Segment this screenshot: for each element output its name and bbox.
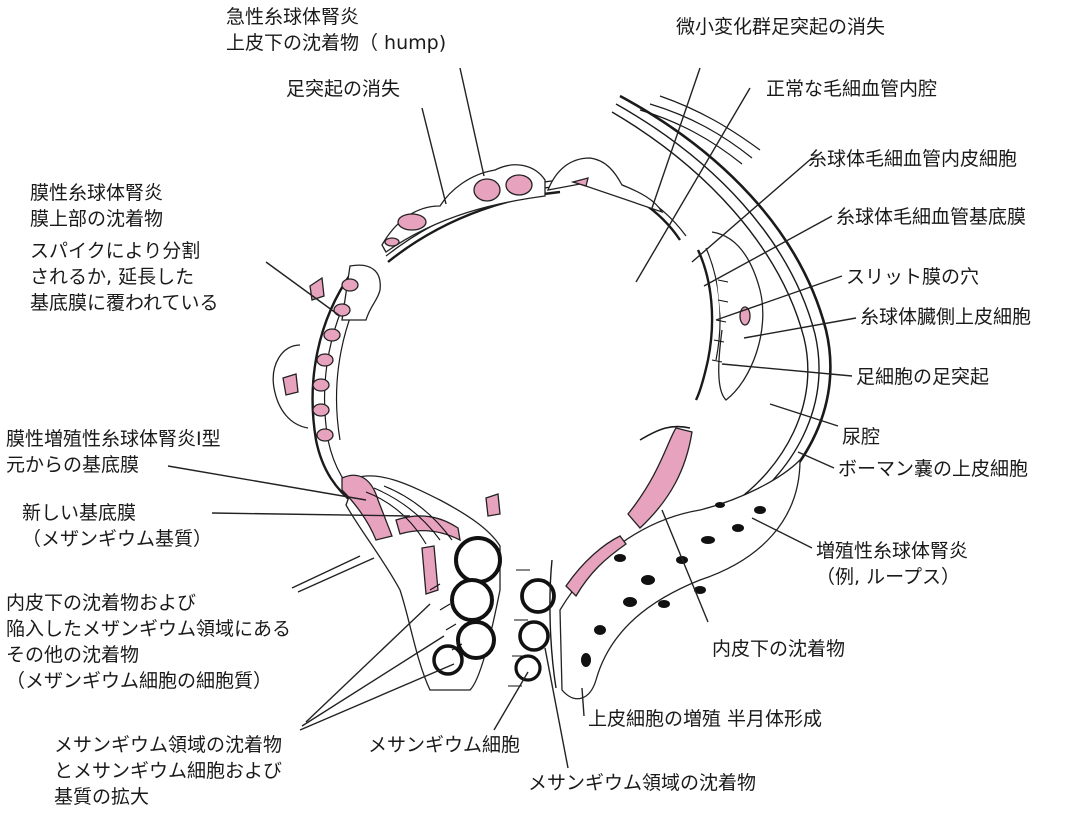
label-line: 急性糸球体腎炎 bbox=[226, 6, 360, 28]
label-line: されるか, 延長した bbox=[30, 266, 195, 288]
label-mesangial-deposit: メサンギウム領域の沈着物 bbox=[528, 770, 756, 796]
label-line: 微小変化群足突起の消失 bbox=[676, 16, 886, 38]
membranous-deposits bbox=[272, 264, 381, 442]
label-line: 膜性増殖性糸球体腎炎I型 bbox=[6, 428, 221, 450]
label-line: 糸球体毛細血管内皮細胞 bbox=[808, 148, 1018, 170]
proliferative-region bbox=[559, 425, 801, 700]
label-mpgn-type1: 膜性増殖性糸球体腎炎I型 元からの基底膜 bbox=[6, 426, 221, 478]
label-line: ボーマン嚢の上皮細胞 bbox=[838, 458, 1029, 480]
label-line: 基底膜に覆われている bbox=[30, 292, 219, 314]
label-subendothelial-deposit: 内皮下の沈着物 bbox=[712, 636, 845, 662]
label-endothelial-cell: 糸球体毛細血管内皮細胞 bbox=[808, 146, 1017, 172]
label-mesangial-expansion: メサンギウム領域の沈着物 とメサンギウム細胞および 基質の拡大 bbox=[54, 732, 282, 810]
label-urinary-space: 尿腔 bbox=[842, 424, 880, 450]
label-line: （メザンギウム細胞の細胞質） bbox=[6, 670, 273, 692]
label-line: 内皮下の沈着物および bbox=[6, 592, 197, 614]
label-line: 陥入したメザンギウム領域にある bbox=[6, 618, 292, 640]
label-bowman-epithelium: ボーマン嚢の上皮細胞 bbox=[838, 456, 1028, 482]
label-new-basement-membrane: 新しい基底膜 （メザンギウム基質） bbox=[22, 500, 212, 552]
label-mesangial-cell: メサンギウム細胞 bbox=[368, 732, 520, 758]
label-acute-gn-hump: 急性糸球体腎炎 上皮下の沈着物（ hump) bbox=[226, 4, 446, 56]
label-line: 元からの基底膜 bbox=[6, 454, 140, 476]
label-line: 膜性糸球体腎炎 bbox=[30, 182, 164, 204]
label-line: 糸球体毛細血管基底膜 bbox=[836, 206, 1027, 228]
label-line: 糸球体臓側上皮細胞 bbox=[860, 306, 1032, 328]
label-membranous-gn: 膜性糸球体腎炎 膜上部の沈着物 スパイクにより分割 されるか, 延長した 基底膜… bbox=[30, 180, 218, 316]
label-slit-pore: スリット膜の穴 bbox=[846, 264, 979, 290]
label-line: 新しい基底膜 bbox=[22, 502, 137, 524]
label-line: 足細胞の足突起 bbox=[856, 366, 990, 388]
label-line: とメサンギウム細胞および bbox=[54, 760, 283, 782]
label-line: その他の沈着物 bbox=[6, 644, 140, 666]
label-line: 基質の拡大 bbox=[54, 786, 150, 808]
label-line: 上皮細胞の増殖 半月体形成 bbox=[588, 708, 823, 730]
label-line: スリット膜の穴 bbox=[846, 266, 980, 288]
hump-deposits bbox=[381, 164, 546, 253]
label-basement-membrane: 糸球体毛細血管基底膜 bbox=[836, 204, 1026, 230]
label-line: 正常な毛細血管内腔 bbox=[766, 78, 938, 100]
label-line: 内皮下の沈着物 bbox=[712, 638, 846, 660]
label-foot-process: 足細胞の足突起 bbox=[856, 364, 989, 390]
label-line: メサンギウム領域の沈着物 bbox=[528, 772, 757, 794]
leader-lines bbox=[167, 67, 857, 769]
label-line: メサンギウム細胞 bbox=[368, 734, 521, 756]
label-line: （例, ループス） bbox=[816, 566, 960, 588]
label-line: メサンギウム領域の沈着物 bbox=[54, 734, 283, 756]
mesangial-region bbox=[341, 474, 557, 691]
label-line: スパイクにより分割 bbox=[30, 240, 201, 262]
capillary-wall-left bbox=[311, 179, 561, 506]
label-visceral-epithelium: 糸球体臓側上皮細胞 bbox=[860, 304, 1031, 330]
label-line: 尿腔 bbox=[842, 426, 881, 448]
label-minimal-change: 微小変化群足突起の消失 bbox=[676, 14, 885, 40]
label-line: （メザンギウム基質） bbox=[22, 528, 213, 550]
label-line: 足突起の消失 bbox=[286, 78, 401, 100]
label-line: 上皮下の沈着物（ hump) bbox=[226, 32, 447, 54]
capillary-wall-right bbox=[546, 94, 832, 522]
label-normal-lumen: 正常な毛細血管内腔 bbox=[766, 76, 937, 102]
label-subendothelial-mesangial-deposits: 内皮下の沈着物および 陥入したメザンギウム領域にある その他の沈着物 （メザンギ… bbox=[6, 590, 291, 694]
label-proliferative-gn: 増殖性糸球体腎炎 （例, ループス） bbox=[816, 538, 968, 590]
label-line: 増殖性糸球体腎炎 bbox=[816, 540, 969, 562]
label-line: 膜上部の沈着物 bbox=[30, 208, 164, 230]
label-crescent-formation: 上皮細胞の増殖 半月体形成 bbox=[588, 706, 822, 732]
label-foot-process-loss-left: 足突起の消失 bbox=[286, 76, 400, 102]
